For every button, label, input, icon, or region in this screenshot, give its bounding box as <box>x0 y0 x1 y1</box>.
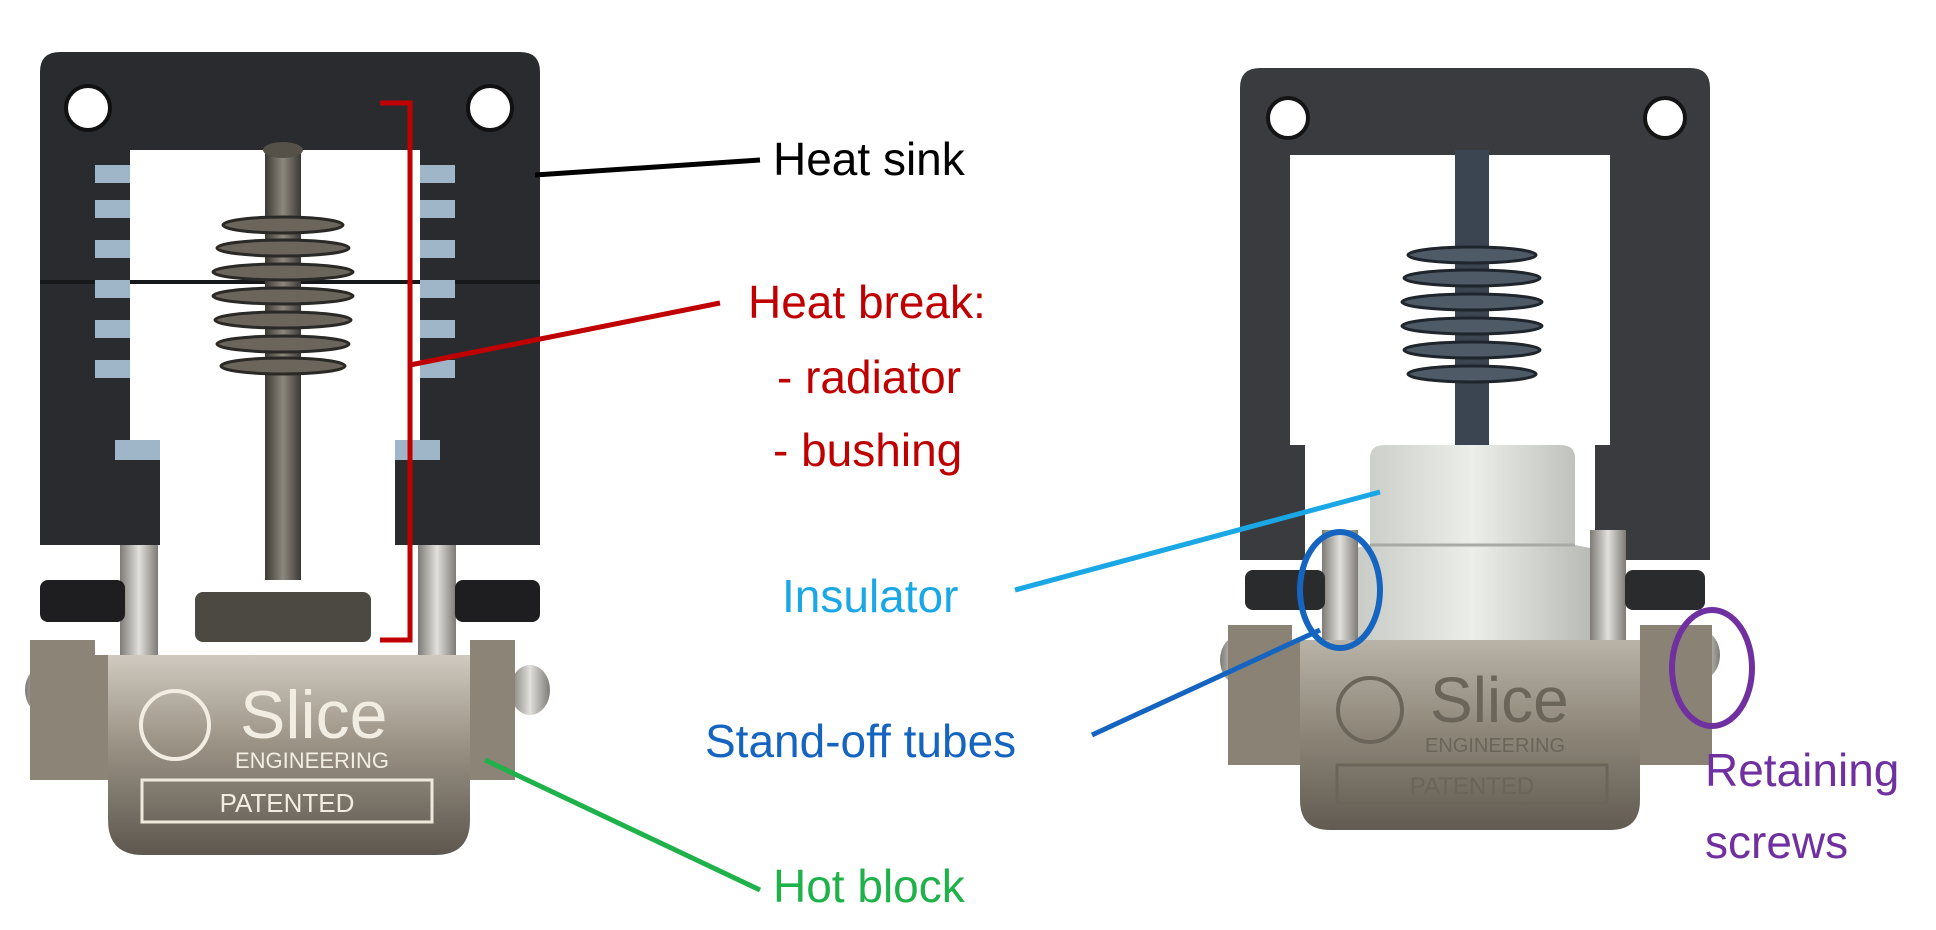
hot-block-leader-line <box>483 757 762 893</box>
insulator-leader-line <box>1014 489 1381 593</box>
heat-break-bracket <box>380 100 413 643</box>
left-standoff-tube <box>120 545 158 660</box>
heat-sink-leader-line <box>534 157 761 178</box>
heat-break-leader-line <box>409 300 721 368</box>
standoff-tubes-highlight-circle <box>1297 529 1383 651</box>
left-standoff-tube <box>418 545 456 660</box>
standoff-tubes-leader-line <box>1090 627 1322 738</box>
retaining-screws-label-line2: screws <box>1705 816 1848 868</box>
right-heat-break <box>1400 150 1544 450</box>
left-stamp-engraving: PATENTED <box>220 788 355 818</box>
right-heat-sink <box>1240 68 1710 560</box>
retaining-screws-label-line1: Retaining <box>1705 744 1899 796</box>
insulator-label: Insulator <box>782 570 958 622</box>
heat-break-bushing-label: - bushing <box>773 424 962 476</box>
right-hotend-photo: Slice ENGINEERING PATENTED <box>1220 68 1720 830</box>
right-standoff-tube <box>1590 530 1626 645</box>
left-heat-sink <box>40 52 540 545</box>
left-subbrand-engraving: ENGINEERING <box>235 748 389 773</box>
left-hot-block: Slice ENGINEERING PATENTED <box>30 640 515 855</box>
heat-break-radiator-label: - radiator <box>777 351 961 403</box>
hot-block-label: Hot block <box>773 860 966 912</box>
right-standoff-tube <box>1322 530 1358 645</box>
right-stamp-engraving: PATENTED <box>1410 773 1534 800</box>
left-hotend-photo: Slice ENGINEERING PATENTED <box>25 52 550 855</box>
left-retaining-screw <box>510 665 550 715</box>
heat-sink-label: Heat sink <box>773 133 966 185</box>
left-heat-break <box>195 142 371 642</box>
right-insulator <box>1355 445 1590 640</box>
right-brand-engraving: Slice <box>1430 664 1569 736</box>
heat-break-title-label: Heat break: <box>748 276 986 328</box>
right-subbrand-engraving: ENGINEERING <box>1425 735 1565 757</box>
right-hot-block: Slice ENGINEERING PATENTED <box>1228 625 1712 830</box>
left-brand-engraving: Slice <box>240 677 387 753</box>
standoff-tubes-label: Stand-off tubes <box>705 715 1016 767</box>
retaining-screws-highlight-circle <box>1669 607 1755 729</box>
